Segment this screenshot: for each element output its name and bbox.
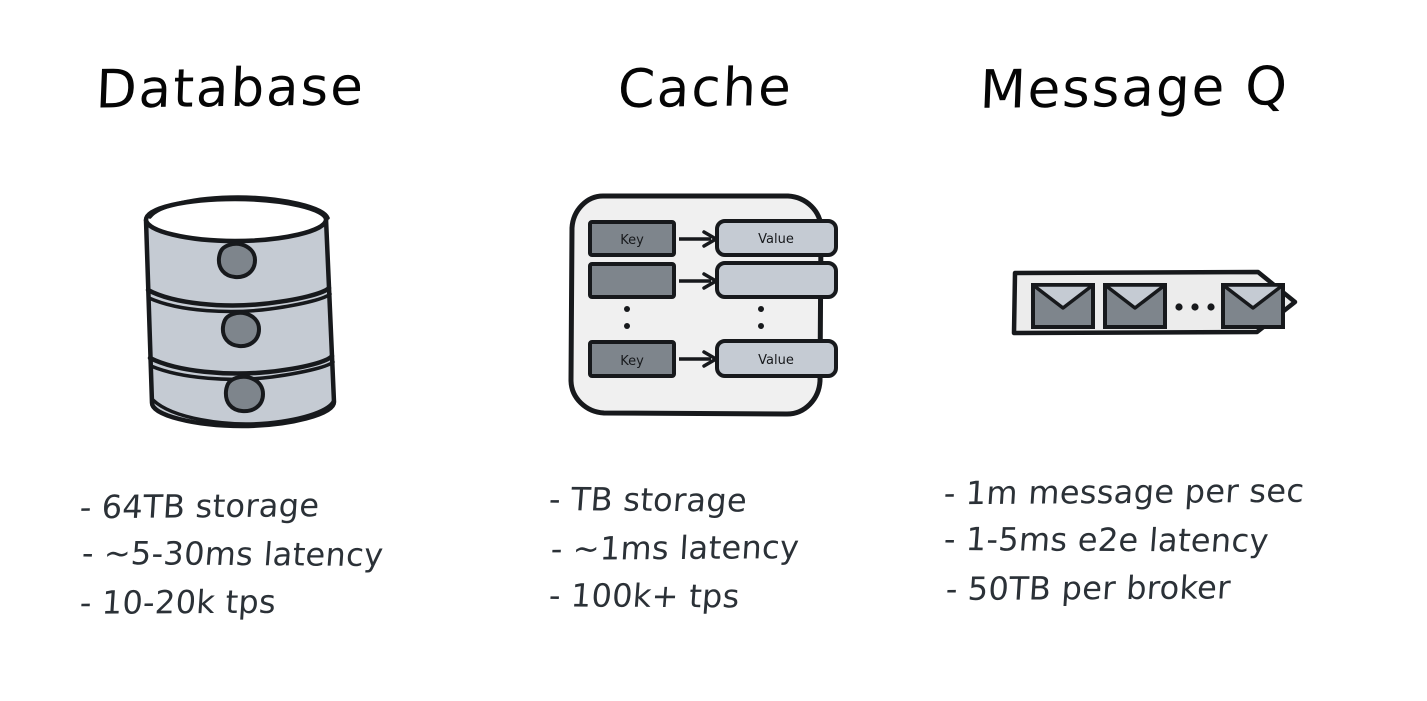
envelope-icon-2 bbox=[1103, 283, 1167, 329]
bullet-dash: - bbox=[80, 533, 96, 573]
cylinder-divider-2 bbox=[147, 353, 335, 376]
cache-keyvalue-icon: Key Value Key bbox=[565, 190, 865, 420]
message-queue-icon bbox=[1005, 245, 1345, 365]
bullet-item: -100k+ tps bbox=[547, 571, 801, 620]
cache-value-box-1 bbox=[715, 219, 838, 257]
cache-key-label-3: Key bbox=[620, 354, 644, 369]
cache-ellipsis-dot bbox=[624, 306, 630, 312]
column-title-message-queue: Message Q bbox=[978, 56, 1291, 121]
bullet-text: ~5-30ms latency bbox=[102, 534, 385, 575]
bullet-list-cache: -TB storage -~1ms latency -100k+ tps bbox=[547, 475, 801, 620]
queue-ellipsis-dot bbox=[1207, 303, 1215, 311]
bullet-item: -TB storage bbox=[547, 475, 801, 525]
cylinder-divider-2b bbox=[149, 360, 335, 382]
bullet-item: -64TB storage bbox=[78, 481, 384, 532]
bullet-dash: - bbox=[547, 576, 563, 615]
cylinder-top-highlight bbox=[148, 195, 330, 220]
bullet-dash: - bbox=[942, 520, 958, 559]
bullet-item: -~1ms latency bbox=[549, 523, 801, 573]
cache-key-box-3 bbox=[588, 340, 676, 378]
bullet-text: ~1ms latency bbox=[571, 528, 801, 568]
cache-value-box-2 bbox=[715, 261, 838, 299]
queue-ellipsis-dot bbox=[1175, 303, 1183, 311]
bullet-item: -~5-30ms latency bbox=[80, 529, 385, 579]
bullet-dash: - bbox=[942, 474, 957, 513]
bullet-text: 50TB per broker bbox=[966, 568, 1232, 608]
bullet-item: -50TB per broker bbox=[944, 563, 1305, 613]
cache-ellipsis-dot bbox=[758, 323, 764, 329]
envelope-flap-1 bbox=[1031, 283, 1095, 310]
bullet-text: 100k+ tps bbox=[569, 576, 742, 616]
column-title-database: Database bbox=[94, 56, 367, 121]
bullet-dash: - bbox=[547, 480, 563, 519]
column-cache: Cache Key Value bbox=[500, 0, 930, 701]
cache-value-box-3 bbox=[715, 339, 838, 378]
cache-value-label-1: Value bbox=[758, 232, 794, 247]
bullet-text: 1m message per sec bbox=[964, 471, 1306, 513]
cache-value-label-3: Value bbox=[758, 353, 794, 368]
cache-key-box-1 bbox=[588, 220, 676, 257]
column-title-cache: Cache bbox=[616, 56, 795, 121]
bullet-item: -10-20k tps bbox=[78, 577, 385, 627]
bullet-dash: - bbox=[549, 529, 565, 568]
cylinder-divider-1b bbox=[147, 292, 332, 314]
column-message-queue: Message Q bbox=[930, 0, 1427, 701]
cylinder-indicator-2 bbox=[220, 310, 262, 349]
cylinder-indicator-3 bbox=[223, 374, 266, 414]
bullet-text: 1-5ms e2e latency bbox=[964, 520, 1271, 560]
cache-ellipsis-dot bbox=[758, 306, 764, 312]
bullet-text: 64TB storage bbox=[100, 486, 321, 527]
bullet-list-message-queue: -1m message per sec -1-5ms e2e latency -… bbox=[942, 467, 1306, 613]
column-database: Database bbox=[0, 0, 500, 701]
bullet-text: TB storage bbox=[569, 480, 749, 520]
bullet-item: -1-5ms e2e latency bbox=[942, 515, 1306, 565]
cylinder-bottom-edge bbox=[151, 398, 336, 426]
bullet-dash: - bbox=[78, 488, 93, 527]
bullet-dash: - bbox=[944, 569, 960, 608]
cache-ellipsis-dot bbox=[624, 323, 630, 329]
bullet-list-database: -64TB storage -~5-30ms latency -10-20k t… bbox=[78, 481, 385, 627]
bullet-text: 10-20k tps bbox=[100, 582, 278, 622]
queue-ellipsis-dot bbox=[1191, 303, 1199, 311]
cylinder-indicator-1 bbox=[216, 241, 258, 280]
database-cylinder-icon bbox=[128, 188, 368, 438]
envelope-flap-2 bbox=[1103, 283, 1167, 310]
bullet-dash: - bbox=[78, 583, 94, 622]
cache-key-box-2 bbox=[588, 262, 676, 299]
bullet-item: -1m message per sec bbox=[942, 467, 1306, 518]
envelope-flap-3 bbox=[1221, 283, 1285, 310]
cylinder-divider-1 bbox=[145, 285, 332, 308]
cache-key-label-1: Key bbox=[620, 233, 644, 248]
envelope-icon-3 bbox=[1221, 283, 1285, 329]
envelope-icon-1 bbox=[1031, 283, 1095, 329]
